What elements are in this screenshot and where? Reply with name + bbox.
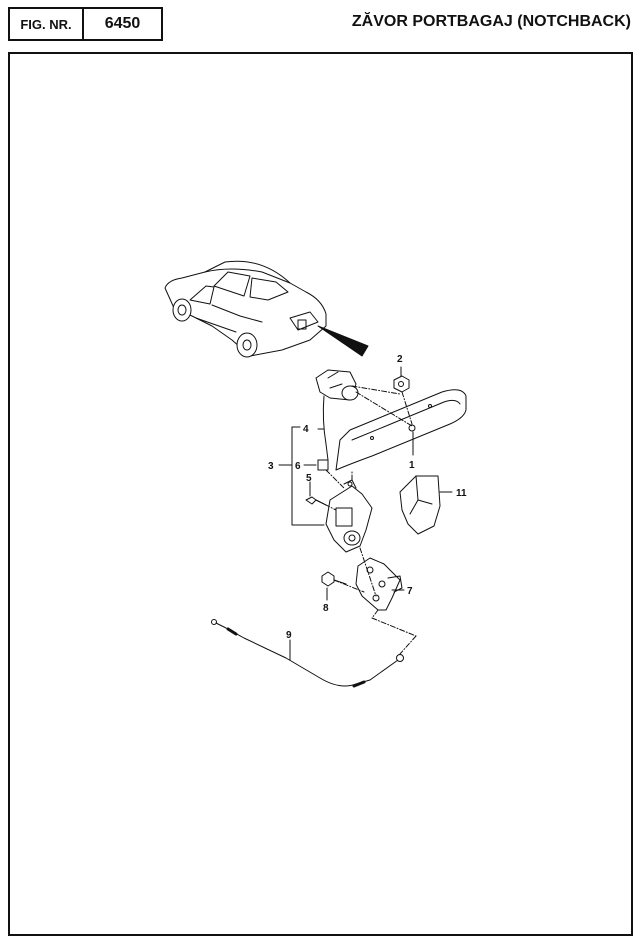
callout-4: 4: [303, 424, 309, 435]
figure-label: FIG. NR.: [10, 9, 84, 39]
lock-actuator-assembly: [325, 479, 373, 553]
part-1-handle-trim: [335, 389, 467, 471]
figure-number-box: FIG. NR. 6450: [8, 7, 163, 41]
callout-8: 8: [323, 603, 329, 614]
part-11-cover: [399, 475, 441, 535]
assembly-lines: [315, 385, 417, 655]
part-2-nut: [393, 375, 410, 393]
callout-3: 3: [268, 461, 274, 472]
part-8-bolt: [321, 571, 347, 587]
callout-9: 9: [286, 630, 292, 641]
part-7-latch: [355, 557, 403, 611]
diagram-frame: [8, 52, 633, 936]
figure-number: 6450: [104, 15, 141, 32]
part-9-release-cable: [211, 619, 404, 688]
callout-5: 5: [306, 473, 312, 484]
leader-wedge: [317, 325, 369, 357]
callout-leaders: [278, 366, 453, 661]
callout-1: 1: [409, 460, 415, 471]
callout-7: 7: [407, 586, 413, 597]
callout-6: 6: [295, 461, 301, 472]
callout-11: 11: [456, 488, 467, 499]
page-title: ZĂVOR PORTBAGAJ (NOTCHBACK): [351, 13, 631, 30]
callout-2: 2: [397, 354, 403, 365]
key-cylinder-assembly: [315, 369, 359, 471]
car-illustration: [164, 260, 327, 358]
